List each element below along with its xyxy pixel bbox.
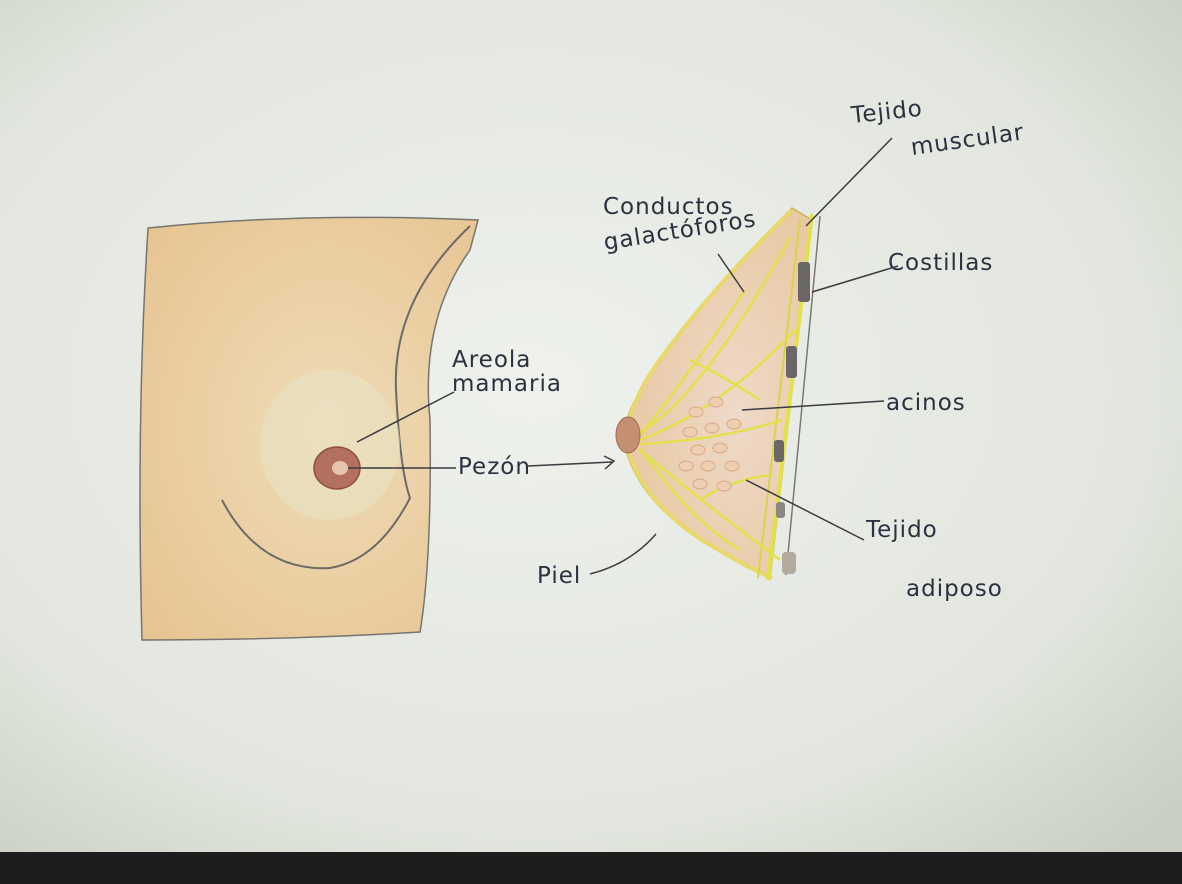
- rib: [776, 502, 785, 518]
- breast-highlight: [260, 370, 400, 520]
- acinus: [713, 443, 727, 453]
- acinus: [725, 461, 739, 471]
- acinus: [679, 461, 693, 471]
- acini-label: acinos: [886, 390, 966, 416]
- side-nipple: [616, 417, 640, 453]
- nipple: [332, 461, 348, 475]
- rib: [786, 346, 797, 378]
- rib: [774, 440, 784, 462]
- rib: [798, 262, 810, 302]
- rib: [782, 552, 796, 574]
- areola-label-line2: mamaria: [452, 371, 562, 397]
- adipose-label-line2: adiposo: [906, 576, 1003, 602]
- nipple-label: Pezón: [458, 454, 531, 480]
- acinus: [689, 407, 703, 417]
- ribs-label: Costillas: [888, 250, 993, 276]
- table-edge: [0, 852, 1182, 884]
- acinus: [683, 427, 697, 437]
- acinus: [691, 445, 705, 455]
- skin-label: Piel: [537, 563, 581, 589]
- adipose-label-line1: Tejido: [865, 517, 938, 543]
- acinus: [709, 397, 723, 407]
- acinus: [705, 423, 719, 433]
- acinus: [717, 481, 731, 491]
- acinus: [701, 461, 715, 471]
- acinus: [693, 479, 707, 489]
- areola-label-line1: Areola: [452, 347, 531, 373]
- acinus: [727, 419, 741, 429]
